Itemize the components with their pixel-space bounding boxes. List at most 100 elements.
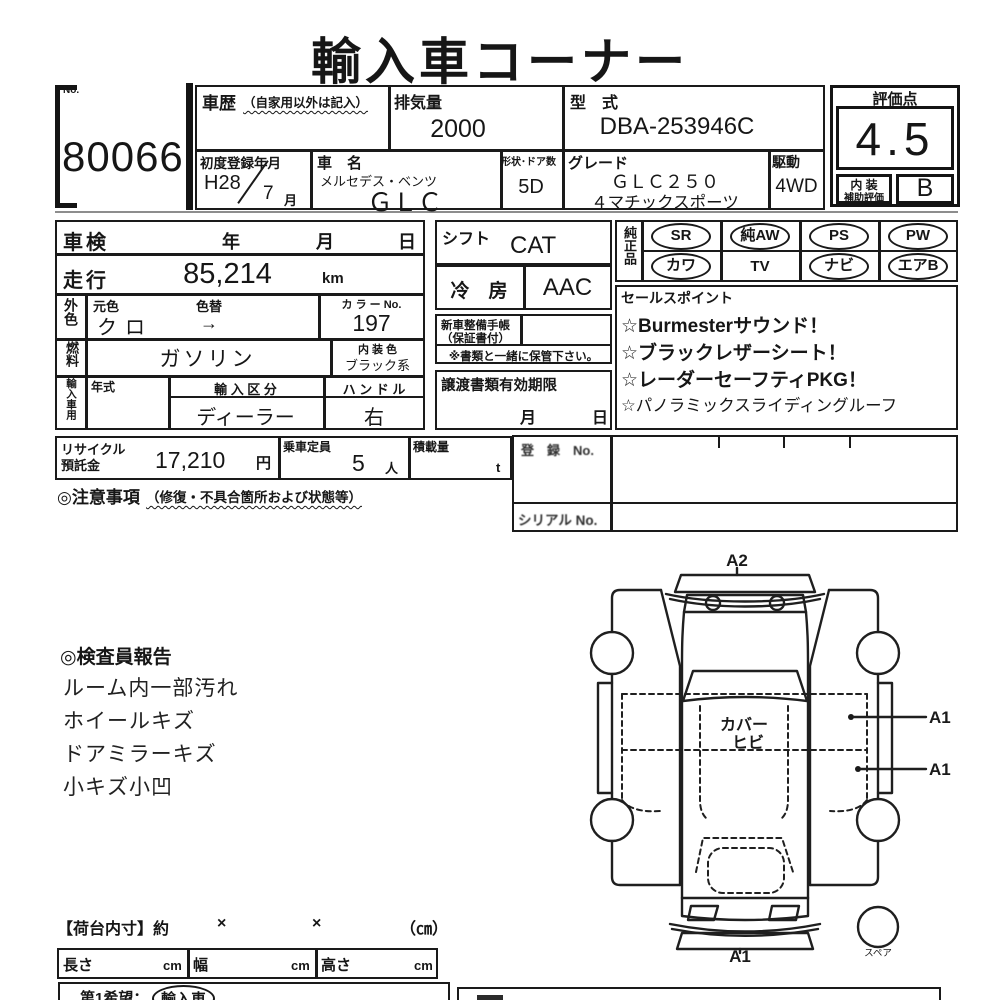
drive-value: 4WD [775,176,818,197]
import-class-label: 輸 入 区 分 [214,382,277,397]
grade-label: グレード [568,155,629,172]
cargo-width-label: 幅 [193,957,209,974]
shaken-label: 車検 [63,232,109,254]
lot-bracket [55,85,185,208]
interior-grade: B [916,174,934,202]
handle-value: 右 [364,407,384,429]
inspector-line-3: ドアミラーキズ [63,743,217,766]
first-reg-label: 初度登録年月 [200,156,281,171]
equip-navi: ナビ [800,252,878,280]
color-no-value: 197 [352,310,391,336]
diagram-cover-damage-line1: カバー [720,716,768,734]
service-book-note: ※書類と一緒に保管下さい。 [448,351,599,363]
import-class-value: ディーラー [196,407,295,429]
displacement-value: 2000 [430,115,486,143]
inspector-line-2: ホイールキズ [63,710,195,733]
equip-aw: 純AW [721,222,799,250]
cargo-x1: × [217,915,227,932]
equip-aw-label: 純AW [730,222,790,250]
recycle-label-2: 預託金 [61,458,101,473]
recycle-label-1: リサイクル [61,442,126,457]
sales-points-label: セールスポイント [621,290,733,306]
shaken-month: 月 [316,232,334,252]
equip-airbag-label: エアB [888,252,948,280]
year-model-label: 年式 [91,380,116,394]
base-color-value: クロ [97,317,153,339]
interior-label-box [836,174,892,204]
service-book-box [435,314,612,364]
shift-box [435,220,612,265]
maker-name: メルセデス・ベンツ [320,174,438,189]
transfer-day: 日 [592,410,609,427]
header-separator [55,211,958,213]
cargo-x2: × [312,915,322,932]
ext-color-label: 外色 [63,298,79,326]
cargo-width-unit: cm [291,958,310,973]
inspector-line-1: ルーム内一部汚れ [63,677,239,700]
history-label: 車歴 [202,94,236,113]
base-color-label: 元色 [93,299,120,314]
shift-label: シフト [442,231,491,248]
cutoff-text-fragment [477,995,503,1000]
shift-value: CAT [510,232,557,259]
sales-point-3: ☆レーダーセーフティPKG！ [621,370,867,391]
car-name: ＧＬＣ [367,189,443,217]
displacement-label: 排気量 [394,95,443,112]
serial-no-label: シリアル No. [518,513,598,528]
recycle-table [55,436,512,480]
model-value: DBA-253946C [599,113,755,140]
handle-label: ハ ン ド ル [342,382,406,397]
caution-note: （修復・不具合箇所および状態等） [146,490,362,505]
sales-point-1: ☆Burmesterサウンド！ [621,316,829,337]
model-label: 型 式 [570,95,619,112]
diagram-a1-rear-label: A1 [729,947,751,962]
equip-sr: SR [642,222,720,250]
sales-point-2: ☆ブラックレザーシート！ [621,343,847,364]
transfer-label: 譲渡書類有効期限 [441,378,557,394]
capacity-unit: 人 [385,461,399,476]
diagram-a2-label: A2 [726,551,748,570]
interior-color-label: 内 装 色 [357,344,398,356]
capacity-value: 5 [352,450,365,476]
cargo-heading: 【荷台内寸】約 [57,921,170,938]
genuine-parts-label: 純正品 [622,226,637,265]
transfer-box [435,370,612,430]
diagram-spare-label: スペア [864,948,892,959]
lot-right-bar [186,83,193,210]
cargo-length-label: 長さ [63,957,94,974]
cargo-height-label: 高さ [321,957,352,974]
diagram-a1-side2-label: A1 [929,760,951,779]
shaken-day: 日 [398,232,416,252]
first-reg-year: H28 [204,172,241,194]
load-unit: t [496,460,501,475]
repaint-label: 色替 [196,299,223,314]
mileage-value: 85,214 [183,258,272,290]
equip-sr-label: SR [651,222,711,250]
ac-value: AAC [542,274,593,301]
registration-no-label: 登 録 No. [521,443,594,458]
sales-point-4: ☆パノラミックスライディングルーフ [621,397,898,415]
equip-navi-label: ナビ [809,252,869,280]
mileage-unit: km [322,270,344,287]
service-book-line2: （保証書付） [441,333,510,345]
registration-box [512,435,958,532]
cargo-height-unit: cm [414,958,433,973]
load-label: 積載量 [413,440,450,454]
color-no-label: カ ラ ー No. [341,299,402,311]
diagram-cover-damage-line2: ヒビ [732,734,764,752]
recycle-amount: 17,210 [155,447,226,473]
equip-tv: TV [721,252,799,280]
mileage-label: 走行 [63,270,109,292]
fuel-label: 燃料 [64,341,79,367]
cargo-length-unit: cm [163,958,182,973]
caution-head: ◎注意事項 [57,488,140,507]
inspector-heading: ◎検査員報告 [60,647,172,668]
equip-leather-label: カワ [651,252,711,280]
history-note: （自家用以外は記入） [243,96,369,110]
rating-box [830,85,960,207]
diagram-a1-side1-label: A1 [929,708,951,727]
recycle-yen: 円 [256,455,272,472]
first-reg-month-char: 月 [284,193,298,208]
fuel-value: ガソリン [159,348,256,371]
equip-leather: カワ [642,252,720,280]
